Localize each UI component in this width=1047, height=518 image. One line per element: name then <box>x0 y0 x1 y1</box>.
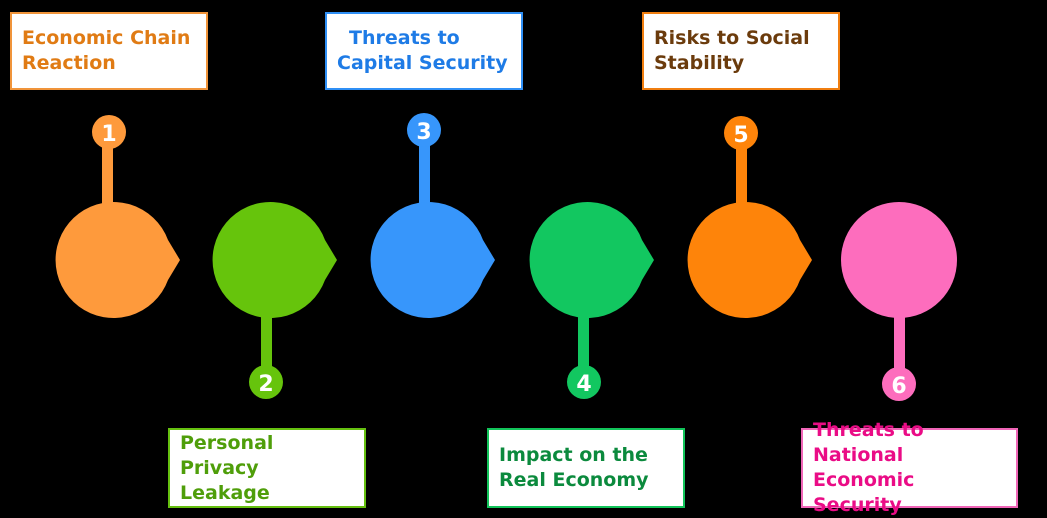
node-6: 6 <box>841 202 957 401</box>
label-6-line-2: Economic Security <box>813 469 915 516</box>
label-1-line-1: Economic Chain <box>22 27 191 49</box>
node-4-bubble <box>529 202 654 318</box>
node-3-badge <box>407 113 441 147</box>
node-6-badge <box>882 367 916 401</box>
label-2-line-2: Leakage <box>180 481 270 504</box>
node-2-connector <box>261 305 272 383</box>
node-5-bubble <box>687 202 812 318</box>
label-box-6: Threats to National Economic Security <box>801 419 1018 516</box>
node-5: 5 <box>687 116 812 318</box>
label-box-2: Personal Privacy Leakage <box>168 428 366 508</box>
node-6-number: 6 <box>891 374 906 399</box>
node-3-connector <box>419 130 430 212</box>
label-5-line-2: Stability <box>654 52 745 74</box>
node-4: 4 <box>529 202 654 399</box>
label-3-line-2: Capital Security <box>337 52 508 74</box>
node-4-number: 4 <box>576 372 591 397</box>
node-3-number: 3 <box>416 120 431 145</box>
node-1: 1 <box>55 115 180 318</box>
node-5-badge <box>724 116 758 150</box>
node-1-bubble <box>55 202 180 318</box>
node-5-connector <box>736 133 747 212</box>
node-1-connector <box>102 132 113 212</box>
label-3-line-1: Threats to <box>349 27 460 49</box>
label-4-line-2: Real Economy <box>499 469 649 491</box>
label-5-line-1: Risks to Social <box>654 27 810 49</box>
label-6-line-1: Threats to National <box>813 419 924 466</box>
node-2-badge <box>249 365 283 399</box>
node-4-badge <box>567 365 601 399</box>
label-2-line-1: Personal Privacy <box>180 431 274 479</box>
label-box-3: Threats to Capital Security <box>325 12 523 90</box>
label-box-1: Economic Chain Reaction <box>10 12 208 90</box>
node-1-number: 1 <box>101 122 116 147</box>
node-6-connector <box>894 305 905 385</box>
node-3: 3 <box>370 113 495 318</box>
node-3-bubble <box>370 202 495 318</box>
node-2-number: 2 <box>258 372 273 397</box>
node-5-number: 5 <box>733 123 748 148</box>
node-2: 2 <box>212 202 337 399</box>
node-6-bubble <box>841 202 957 318</box>
label-box-4: Impact on the Real Economy <box>487 428 685 508</box>
label-4-line-1: Impact on the <box>499 444 648 466</box>
node-2-bubble <box>212 202 337 318</box>
node-1-badge <box>92 115 126 149</box>
node-4-connector <box>578 305 589 383</box>
label-1-line-2: Reaction <box>22 52 116 74</box>
label-box-5: Risks to Social Stability <box>642 12 840 90</box>
